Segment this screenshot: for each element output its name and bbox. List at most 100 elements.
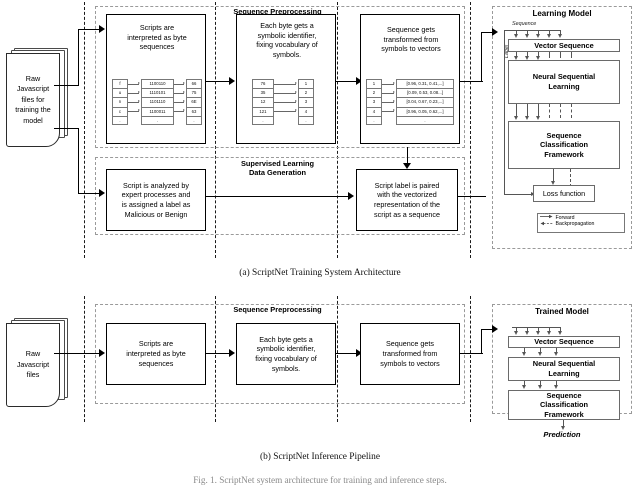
table-cell: . <box>193 118 195 124</box>
raw-javascript-files-inference: Raw Javascript files <box>4 318 70 408</box>
step-expert-labeling: Script is analyzed by expert processes a… <box>106 169 206 231</box>
table-symbols-col-bytes: 76 35 12 121 . <box>252 79 274 125</box>
step-symbolic-identifier-inference-text: Each byte gets a symbolic identifier, fi… <box>255 334 317 373</box>
table-cell: 63 <box>187 108 201 117</box>
connector-step1-step2-inference <box>206 353 231 354</box>
connector-input-to-step1-inference <box>54 353 100 354</box>
table-cell: 12 <box>253 98 273 108</box>
arrowhead-pairing-top <box>403 163 411 169</box>
lane-separator-b4 <box>470 296 471 422</box>
connector-label-pairing-out <box>458 196 486 197</box>
connector-step3-to-trained-model <box>460 353 483 354</box>
trained-model-output-prediction: Prediction <box>543 430 581 439</box>
legend-row-backpropagation: Backpropagation <box>540 221 622 230</box>
trained-model-block-neural-sequential-learning-text: Neural Sequential Learning <box>532 359 596 378</box>
table-cell: 1 <box>367 80 381 90</box>
table-vectors-col-vectors: [0.96, 0.31, 0.41,...] [0.09, 0.53, 0.08… <box>396 79 454 125</box>
arrowhead-step5 <box>348 192 354 200</box>
table-cell: 3 <box>367 98 381 108</box>
model-block-sequence-classification-framework: Sequence Classification Framework <box>508 121 620 169</box>
lane-separator-2 <box>215 2 216 258</box>
trained-model-block-vector-sequence-text: Vector Sequence <box>534 337 594 347</box>
connector-split-down-a <box>78 128 79 193</box>
region-title-supervised-learning: Supervised Learning Data Generation <box>240 159 315 177</box>
region-learning-model <box>492 6 632 249</box>
model-block-neural-sequential-learning: Neural Sequential Learning <box>508 60 620 104</box>
legend-label-backpropagation: Backpropagation <box>555 221 595 228</box>
table-bytes-col-chars: f u n c . <box>112 79 128 125</box>
step-label-pairing-text: Script label is paired with the vectoriz… <box>374 180 440 219</box>
table-cell: [0.09, 0.53, 0.08...] <box>397 89 453 99</box>
table-cell: 66 <box>187 80 201 90</box>
arrowhead-byte-sequences <box>99 25 105 33</box>
step-label-pairing: Script label is paired with the vectoriz… <box>356 169 458 231</box>
step-symbolic-identifier-inference: Each byte gets a symbolic identifier, fi… <box>236 323 336 385</box>
trained-model-block-vector-sequence: Vector Sequence <box>508 336 620 348</box>
table-cell: 2 <box>299 89 313 99</box>
connector-step2-step3 <box>336 81 358 82</box>
arrowhead-step2-inference <box>229 349 235 357</box>
table-cell: . <box>373 118 375 124</box>
legend-label-forward: Forward <box>555 214 575 221</box>
table-symbols: 76 35 12 121 . 1 2 3 4 . <box>252 79 320 127</box>
backpropagation-arrow-icon <box>540 221 553 230</box>
trained-model-block-sequence-classification-framework-text: Sequence Classification Framework <box>539 390 589 419</box>
step-symbolic-identifier-text: Each byte gets a symbolic identifier, fi… <box>256 21 318 60</box>
connector-step1-step2 <box>206 81 231 82</box>
connector-input-to-split-a <box>54 85 78 86</box>
lane-separator-b2 <box>215 296 216 422</box>
table-bytes-col-hex: 66 75 6E 63 . <box>186 79 202 125</box>
table-cell: 1101110 <box>142 98 173 108</box>
trained-model-title: Trained Model <box>535 307 589 316</box>
connector-to-expert-labeling <box>78 193 100 194</box>
document-stack-icon: Raw Javascript files for training the mo… <box>6 53 60 147</box>
trained-model-block-sequence-classification-framework: Sequence Classification Framework <box>508 390 620 420</box>
legend-learning-model: Forward Backpropagation <box>537 213 625 233</box>
trained-model-block-neural-sequential-learning: Neural Sequential Learning <box>508 357 620 381</box>
step-symbols-to-vectors-inference: Sequence gets transformed from symbols t… <box>360 323 460 385</box>
region-title-sequence-preprocessing-training: Sequence Preprocessing <box>233 7 322 16</box>
region-title-sequence-preprocessing-inference: Sequence Preprocessing <box>233 305 322 314</box>
table-vectors: 1 2 3 4 . [0.96, 0.31, 0.41,...] [0.09, … <box>366 79 456 127</box>
model-loss-function-text: Loss function <box>542 189 586 198</box>
table-cell: 1100110 <box>142 80 173 90</box>
table-cell: 75 <box>187 89 201 99</box>
arrowhead-trained-model-input <box>492 325 498 333</box>
connector-into-model <box>481 32 494 33</box>
table-cell: c <box>113 108 127 117</box>
learning-model-title: Learning Model <box>532 9 592 18</box>
forward-arrow-icon <box>540 214 553 223</box>
table-cell: 6E <box>187 98 201 108</box>
lane-separator-b1 <box>84 296 85 422</box>
raw-javascript-files-training: Raw Javascript files for training the mo… <box>4 48 70 148</box>
step-expert-labeling-text: Script is analyzed by expert processes a… <box>121 180 191 219</box>
table-cell: . <box>424 118 426 124</box>
model-block-sequence-classification-framework-text: Sequence Classification Framework <box>539 130 589 159</box>
model-block-vector-sequence-text: Vector Sequence <box>534 40 594 50</box>
arrowhead-expert-labeling <box>99 189 105 197</box>
step-symbols-to-vectors-inference-text: Sequence gets transformed from symbols t… <box>380 339 440 368</box>
model-input-label-sequence: Sequence <box>512 21 537 27</box>
step-symbols-to-vectors-text: Sequence gets transformed from symbols t… <box>381 25 441 54</box>
step-byte-sequences-text: Scripts are interpreted as byte sequence… <box>127 23 187 52</box>
table-cell: [0.96, 0.31, 0.41,...] <box>397 80 453 90</box>
table-cell: 35 <box>253 89 273 99</box>
table-cell: n <box>113 98 127 108</box>
arrowhead-model-input <box>492 28 498 36</box>
model-block-neural-sequential-learning-text: Neural Sequential Learning <box>532 72 596 91</box>
lane-separator-3 <box>337 2 338 258</box>
table-cell: . <box>119 118 121 124</box>
arrowhead-step1-inference <box>99 349 105 357</box>
table-bytes: f u n c . 1100110 1110101 1101110 110001… <box>112 79 202 127</box>
document-stack-icon: Raw Javascript files <box>6 323 60 407</box>
lane-separator-4 <box>470 2 471 258</box>
table-cell: u <box>113 89 127 99</box>
table-bytes-col-binary: 1100110 1110101 1101110 1100011 . <box>141 79 174 125</box>
table-cell: f <box>113 80 127 90</box>
arrowhead-step3 <box>356 77 362 85</box>
table-cell: [0.04, 0.67, 0.23,...] <box>397 98 453 108</box>
connector-to-byte-sequences <box>78 29 100 30</box>
lane-separator-b3 <box>337 296 338 422</box>
connector-input-to-split-b <box>54 128 78 129</box>
